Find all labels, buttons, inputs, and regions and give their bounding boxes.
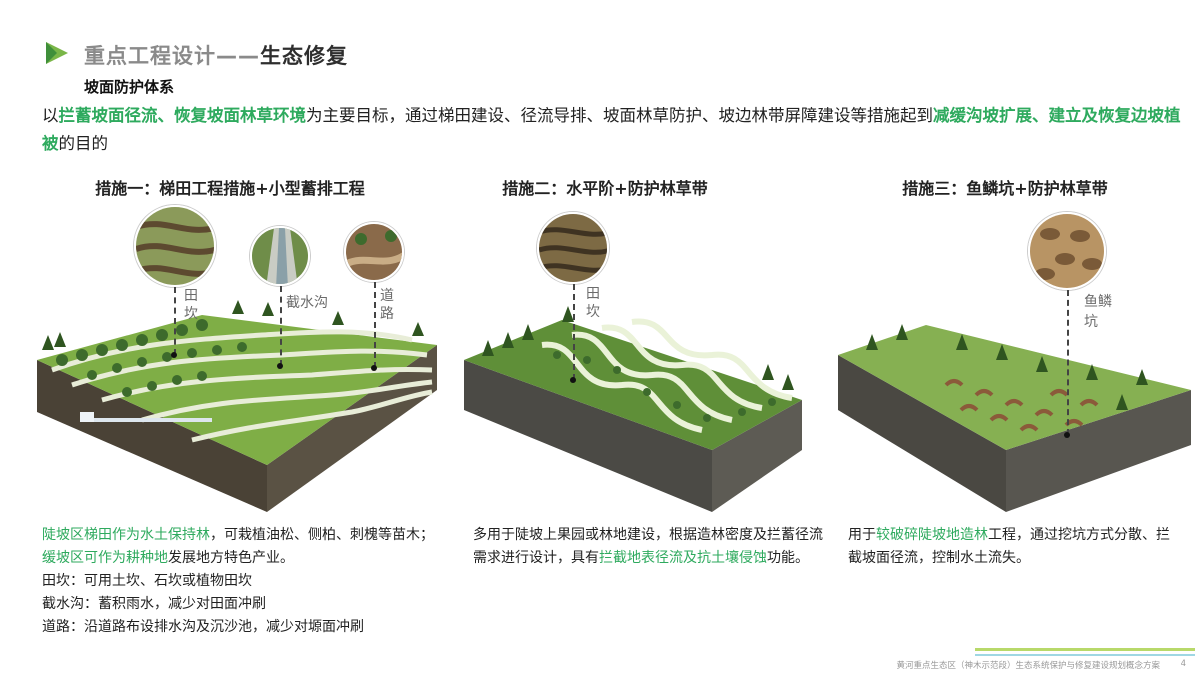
page-number: 4: [1180, 659, 1186, 669]
intro-highlight: 拦蓄坡面径流、恢复坡面林草环境: [58, 106, 307, 125]
jieshuigou-photo: [250, 226, 310, 286]
measure-3-description: 用于较破碎陡坡地造林工程，通过挖坑方式分散、拦截坡面径流，控制水土流失。: [848, 524, 1178, 570]
footer-divider: [975, 648, 1195, 656]
intro-text: 的目的: [58, 134, 109, 153]
desc-highlight: 较破碎陡坡地造林: [876, 527, 988, 543]
daolu-pin-line: [374, 282, 376, 368]
section-subtitle: 坡面防护体系: [84, 78, 175, 96]
desc-highlight: 缓坡区可作为耕种地: [42, 550, 168, 566]
level-bench-illustration: [464, 306, 802, 512]
jieshuigou-label: 截水沟: [286, 295, 328, 311]
page-title-prefix: 重点工程设计: [84, 44, 216, 68]
desc-text: 多用于陡坡上果园或林地建设，根据造林密度及拦蓄径流需求进行设计，具有: [473, 527, 823, 566]
measure-3-title: 措施三：鱼鳞坑+防护林草带: [902, 179, 1108, 198]
bench-tiankan-photo: [537, 212, 609, 284]
footer-document-title: 黄河重点生态区（神木示范段）生态系统保护与修复建设规划概念方案: [896, 661, 1160, 671]
measure-1-description: 陡坡区梯田作为水土保持林，可栽植油松、侧柏、刺槐等苗木； 缓坡区可作为耕种地发展地…: [42, 524, 442, 639]
desc-highlight: 拦截地表径流及抗土壤侵蚀: [599, 550, 767, 566]
measure-2-title: 措施二：水平阶+防护林草带: [502, 179, 708, 198]
measure-2-description: 多用于陡坡上果园或林地建设，根据造林密度及拦蓄径流需求进行设计，具有拦截地表径流…: [473, 524, 823, 570]
desc-line-jieshuigou: 截水沟：蓄积雨水，减少对田面冲刷: [42, 596, 266, 612]
fish-scale-pit-illustration: [838, 324, 1191, 512]
daolu-label: 道路: [380, 288, 394, 322]
bench-tiankan-pin-line: [573, 284, 575, 380]
yulinkeng-pin-dot: [1064, 432, 1070, 438]
terrace-illustration: [37, 300, 437, 512]
measure-1-title: 措施一：梯田工程措施+小型蓄排工程: [95, 179, 365, 198]
desc-text: 工程，通过挖坑方式分散、拦截坡面径流，控制水土流失。: [848, 527, 1170, 566]
tiankan-pin-line: [174, 287, 176, 355]
daolu-photo: [344, 222, 404, 282]
jieshuigou-pin-dot: [277, 363, 283, 369]
desc-line-tiankan: 田坎：可用土坎、石坎或植物田坎: [42, 573, 252, 589]
desc-text: 发展地方特色产业。: [168, 550, 294, 566]
desc-text: 功能。: [767, 550, 809, 566]
desc-text: 用于: [848, 527, 876, 543]
intro-paragraph: 以拦蓄坡面径流、恢复坡面林草环境为主要目标，通过梯田建设、径流导排、坡面林草防护…: [42, 102, 1182, 158]
intro-text: 为主要目标，通过梯田建设、径流导排、坡面林草防护、坡边林带屏障建设等措施起到: [306, 106, 933, 125]
page-title: 重点工程设计——生态修复: [84, 40, 348, 70]
jieshuigou-pin-line: [280, 286, 282, 366]
yulinkeng-label: 鱼鳞坑: [1084, 294, 1112, 330]
intro-highlight: 减缓沟坡扩展、建立及恢复边坡植被: [42, 106, 1181, 153]
tiankan-pin-dot: [171, 352, 177, 358]
yulinkeng-pin-line: [1067, 290, 1069, 435]
tiankan-label: 田坎: [184, 288, 198, 322]
intro-text: 以: [42, 106, 59, 125]
yulinkeng-photo: [1028, 212, 1106, 290]
daolu-pin-dot: [371, 365, 377, 371]
tiankan-photo: [134, 205, 216, 287]
page-title-suffix: 生态修复: [260, 44, 348, 68]
play-arrow-icon: [46, 42, 68, 64]
page-title-dash: ——: [216, 44, 260, 68]
desc-line-daolu: 道路：沿道路布设排水沟及沉沙池，减少对塬面冲刷: [42, 619, 364, 635]
bench-tiankan-pin-dot: [570, 377, 576, 383]
desc-text: ，可栽植油松、侧柏、刺槐等苗木；: [210, 527, 434, 543]
bench-tiankan-label: 田坎: [586, 286, 600, 320]
desc-highlight: 陡坡区梯田作为水土保持林: [42, 527, 210, 543]
